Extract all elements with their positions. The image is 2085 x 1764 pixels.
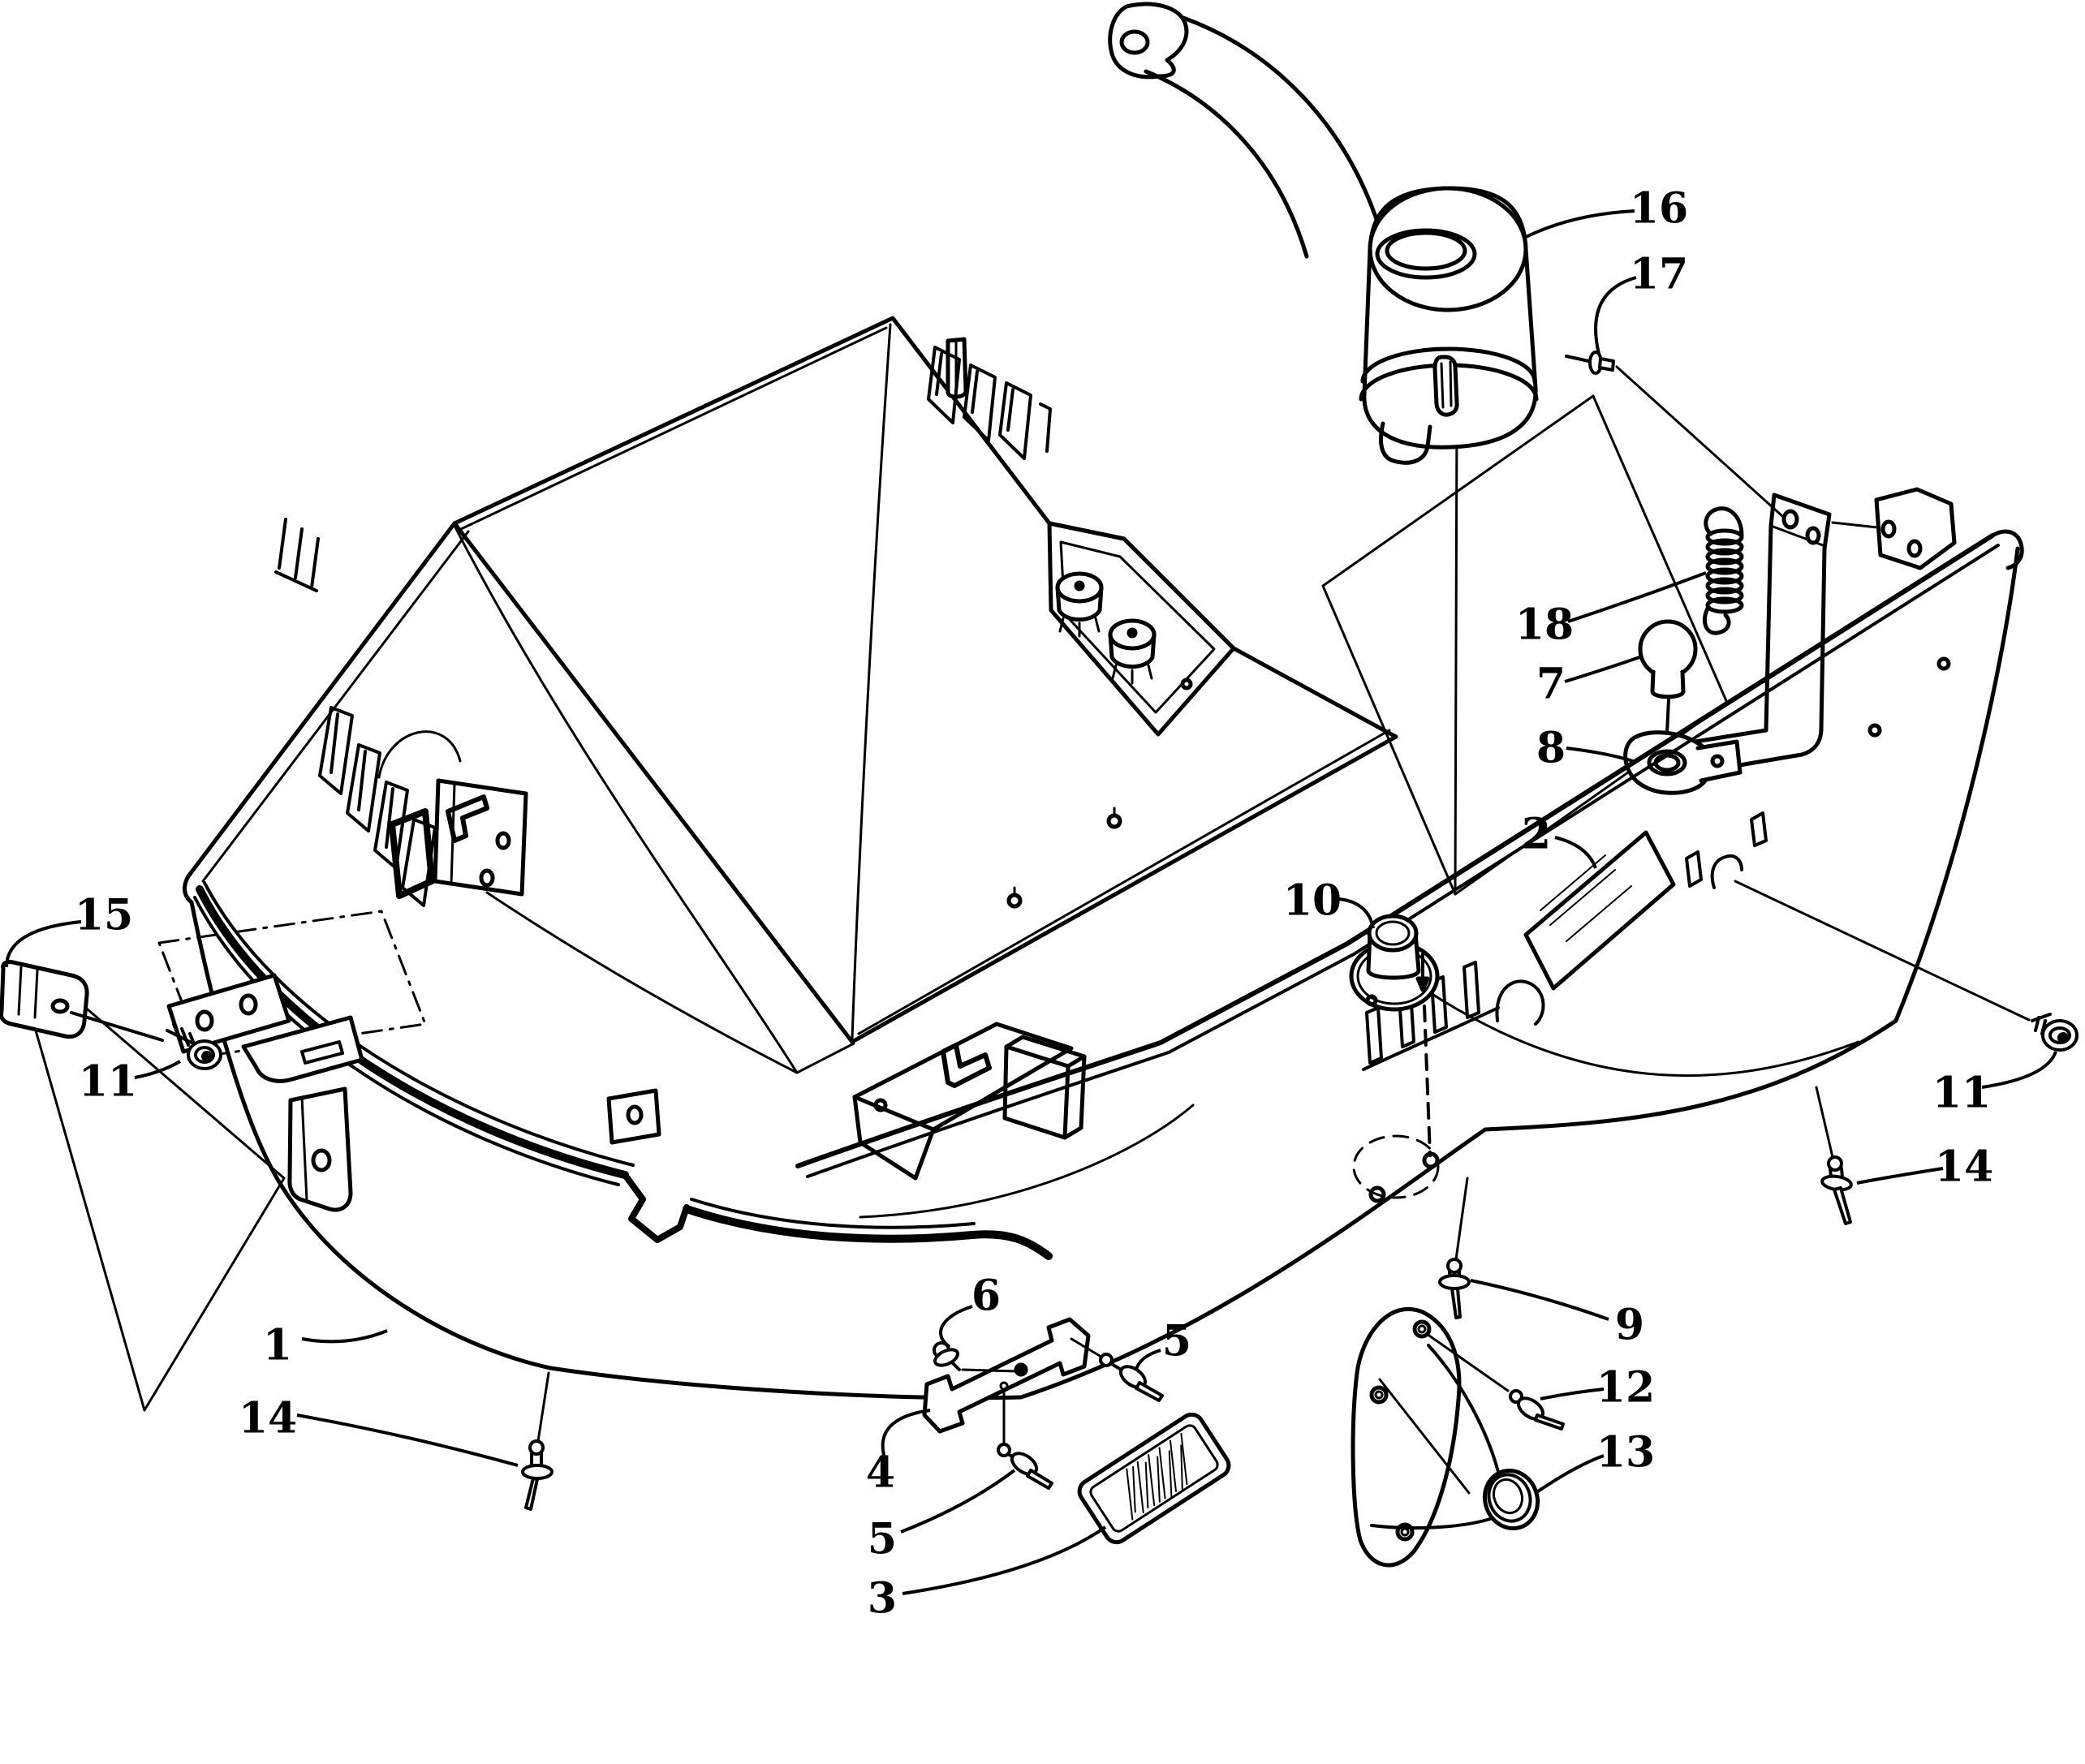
callout-layer: 1 14 15 11 6 5 4 5 3 10 2 18 7 8 16 17 9 12 13 11 14 [5,184,2057,1624]
callout-10-label: 10 [1283,876,1342,926]
muffler [1359,186,1539,465]
callout-17-leader [1594,276,1637,355]
callout-14-leader [296,1413,519,1467]
left-mount-cluster [0,910,427,1412]
callout-3-leader [902,1525,1107,1595]
reflector-bracket-cluster [922,1317,1231,1545]
callout-11-leader [134,1060,182,1079]
grommet [1349,914,1440,1203]
front-console [389,778,528,899]
rivet-14-left [521,1371,554,1511]
side-panel [795,529,2024,1178]
z-bracket [922,1317,1091,1434]
pan-vent-slats [274,518,437,907]
callout-12-leader [1540,1388,1605,1400]
screw-6 [933,1341,1018,1373]
callout-6-label: 6 [971,1271,1001,1321]
callout-9-label: 9 [1615,1301,1644,1350]
reflector [1077,1412,1231,1545]
callout-7-leader [1564,656,1640,683]
callout-13-label: 13 [1596,1428,1655,1478]
callout-2-label: 2 [1522,810,1551,859]
deck-vent-slats [927,346,1052,460]
screw-11-left [70,1011,222,1070]
callout-16-label: 16 [1630,184,1688,234]
callout-12-label: 12 [1596,1363,1655,1413]
cover-cluster [1351,1177,1565,1568]
callout-1-label: 1 [263,1321,292,1370]
callout-8-leader [1566,746,1634,763]
callout-18-leader [1567,571,1707,623]
rivet-5-upper [1070,1337,1164,1402]
ball-knob [1638,619,1698,751]
screw-11-right [1734,880,2079,1052]
reference-plane [1321,394,1729,896]
callout-4-label: 4 [866,1448,895,1498]
callout-10-leader [1338,897,1375,929]
pan-bracket [606,1088,661,1145]
callout-17-label: 17 [1630,250,1688,299]
deck-plug [1108,618,1157,685]
callout-14-label: 14 [1935,1142,1993,1192]
callout-4-leader [881,1409,931,1459]
muffler-clip [1432,355,1459,417]
front-pan [186,518,855,1074]
cup-bracket [1623,730,1743,795]
callout-2-leader [1554,836,1597,869]
callout-9-leader [1470,1279,1609,1321]
callout-13-leader [1534,1454,1605,1495]
callout-5-label: 5 [1162,1317,1191,1366]
hex-plate [1831,487,1957,570]
callout-11-leader [1981,1051,2057,1089]
callout-6-leader [939,1305,973,1349]
callout-8-label: 8 [1536,724,1566,773]
decal [1523,830,1676,991]
callout-14-leader [1856,1167,1944,1185]
callout-7-label: 7 [1536,660,1566,709]
rivet-9 [1438,1258,1471,1319]
deck-plug [1055,571,1104,638]
pan-skirt [183,874,1898,1400]
cover-13 [1351,1306,1540,1568]
center-tower [852,1022,1087,1181]
deck-panel [452,316,1398,1044]
callout-11-label: 11 [1932,1069,1991,1118]
rivet-12 [1425,1332,1565,1431]
clip-15 [0,960,89,1039]
rivet-14-right [1815,1086,1853,1225]
callout-5-label: 5 [868,1515,897,1564]
callout-14-label: 14 [239,1394,297,1443]
callout-18-label: 18 [1515,600,1574,650]
callout-15-label: 15 [75,891,133,940]
callout-16-leader [1525,209,1635,239]
callout-5-leader [1135,1349,1161,1370]
callout-1-leader [301,1329,388,1344]
rivet-5-lower [997,1391,1053,1490]
callout-5-leader [900,1469,1016,1534]
callout-11-label: 11 [79,1057,137,1107]
rivet-17 [1565,351,1784,518]
spring [1703,506,1744,635]
callout-3-label: 3 [868,1574,897,1624]
callout-15-leader [5,920,82,968]
bumper-channel [193,881,1053,1260]
